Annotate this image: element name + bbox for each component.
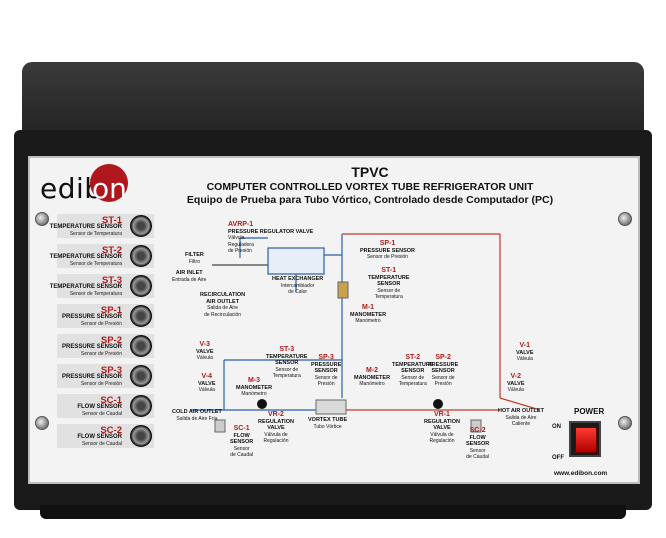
model-title: TPVC — [351, 164, 389, 180]
power-off-label: OFF — [552, 455, 564, 461]
connector-st3[interactable] — [130, 275, 152, 297]
connector-sp3[interactable] — [130, 365, 152, 387]
unit-title-en: COMPUTER CONTROLLED VORTEX TUBE REFRIGER… — [206, 181, 534, 193]
power-rocker[interactable] — [575, 427, 597, 453]
connector-sp2[interactable] — [130, 335, 152, 357]
connector-st1[interactable] — [130, 215, 152, 237]
brand-logo-text-on: on — [92, 172, 127, 205]
brand-logo-mark — [90, 164, 128, 202]
website-url: www.edibon.com — [554, 470, 608, 477]
power-label: POWER — [574, 407, 605, 416]
connector-sc2[interactable] — [130, 425, 152, 447]
power-on-label: ON — [552, 424, 561, 430]
screw-icon — [35, 416, 49, 430]
screw-icon — [618, 416, 632, 430]
connector-sp1[interactable] — [130, 305, 152, 327]
power-switch[interactable] — [569, 421, 601, 457]
connector-st2[interactable] — [130, 245, 152, 267]
case-foot — [40, 505, 626, 519]
screw-icon — [618, 212, 632, 226]
connector-sc1[interactable] — [130, 395, 152, 417]
screw-icon — [35, 212, 49, 226]
unit-title-es: Equipo de Prueba para Tubo Vórtico, Cont… — [186, 194, 554, 206]
